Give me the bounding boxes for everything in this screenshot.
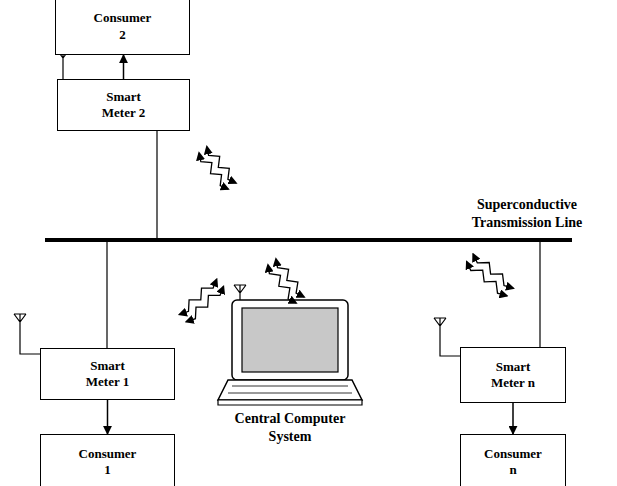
- consumer-box: Consumer 1: [40, 434, 175, 486]
- meter-box: Smart Meter 2: [57, 79, 190, 131]
- meter-box: Smart Meter n: [460, 347, 566, 403]
- supply-arrow: [107, 400, 109, 434]
- signal-zigzag: [473, 254, 513, 288]
- node-text: Smart Meter 1: [79, 358, 137, 391]
- wireless-signal: [180, 147, 514, 322]
- node-text: Smart Meter 2: [95, 89, 153, 122]
- wire: [106, 240, 107, 348]
- diagram-label: Central Computer System: [215, 410, 365, 446]
- node-text: Consumer 1: [75, 446, 141, 479]
- meter-box: Smart Meter 1: [40, 348, 175, 400]
- node-text: Smart Meter n: [484, 359, 542, 392]
- supply-arrow: [123, 55, 125, 79]
- signal-zigzag: [186, 287, 223, 322]
- node-text: Consumer 2: [90, 10, 156, 43]
- laptop-icon: [218, 300, 362, 405]
- signal-zigzag: [268, 265, 296, 303]
- node-text: Consumer n: [480, 446, 546, 479]
- consumer-box: Consumer 2: [55, 0, 190, 55]
- wire: [156, 130, 157, 240]
- consumer-box: Consumer n: [460, 434, 566, 486]
- wire: [539, 240, 540, 347]
- diagram-label: Superconductive Transmission Line: [447, 196, 607, 232]
- transmission-line: [45, 238, 572, 242]
- supply-arrow: [512, 403, 514, 434]
- signal-zigzag: [180, 279, 217, 314]
- signal-zigzag: [199, 153, 228, 189]
- signal-zigzag: [467, 262, 507, 296]
